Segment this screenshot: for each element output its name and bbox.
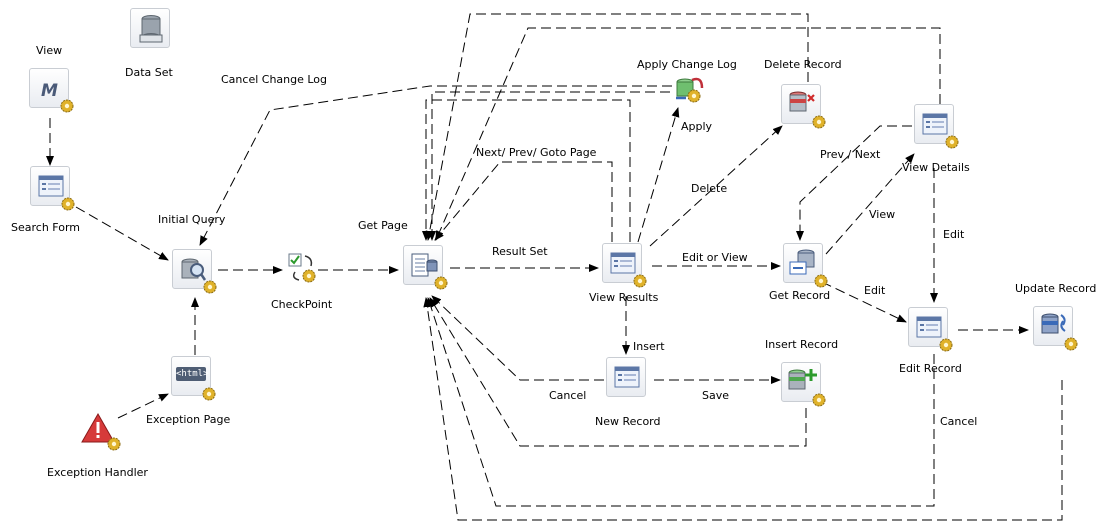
edge-update-to-get-page — [423, 297, 1063, 521]
edge-label-insert: Insert — [633, 340, 665, 353]
edge-label-next-prev-goto: Next/ Prev/ Goto Page — [476, 146, 597, 159]
gear-icon — [61, 197, 75, 211]
delete-record-label: Delete Record — [764, 58, 842, 71]
edge-label-prev-next: Prev / Next — [820, 148, 881, 161]
gear-icon — [812, 393, 826, 407]
gear-icon — [939, 338, 953, 352]
view-results-label: View Results — [589, 291, 659, 304]
edge-label-cancel-new: Cancel — [549, 389, 587, 402]
gear-icon — [203, 280, 217, 294]
edge-exception-handler-to-exception-page — [117, 393, 169, 419]
checkpoint-icon — [288, 253, 313, 281]
edge-label-save: Save — [702, 389, 730, 402]
edge-label-result-set: Result Set — [492, 245, 548, 258]
apply-change-log-node[interactable] — [670, 72, 710, 112]
edge-search-form-to-initial-query — [75, 206, 169, 261]
initial-query-label: Initial Query — [158, 213, 226, 226]
gear-icon — [434, 276, 448, 290]
gear-icon — [945, 135, 959, 149]
query-icon — [181, 258, 207, 281]
get-record-icon — [789, 249, 815, 275]
edge-results-cancel-back — [422, 99, 631, 242]
update-record-icon — [1041, 313, 1066, 334]
page-icon — [411, 253, 438, 277]
get-record-label: Get Record — [769, 289, 831, 302]
gear-icon — [814, 274, 828, 288]
view-node[interactable]: M — [29, 68, 74, 113]
view-icon: M — [41, 81, 58, 101]
edge-next-prev-goto — [434, 161, 613, 242]
edge-cancel-edit — [426, 297, 935, 507]
edge-apply-to-get-page — [428, 91, 670, 241]
new-record-node[interactable] — [606, 357, 646, 397]
edge-label-delete: Delete — [691, 182, 728, 195]
view-details-node[interactable] — [914, 104, 959, 149]
search-form-label: Search Form — [11, 221, 80, 234]
checkpoint-label: CheckPoint — [271, 298, 333, 311]
edge-apply — [637, 107, 680, 243]
edge-label-apply: Apply — [681, 120, 713, 133]
edge-delete-to-get-page — [425, 13, 809, 241]
edge-view-details-to-get-page — [435, 27, 941, 241]
warning-icon — [81, 412, 115, 443]
update-record-node[interactable] — [1033, 306, 1078, 351]
initial-query-node[interactable] — [172, 249, 217, 294]
edge-edit-from-get — [821, 281, 907, 323]
edge-label-view: View — [869, 208, 896, 221]
gear-icon — [687, 89, 701, 103]
new-record-label: New Record — [595, 415, 661, 428]
html-page-icon: <html> — [176, 367, 209, 381]
form-icon — [614, 366, 640, 388]
exception-handler-label: Exception Handler — [47, 466, 148, 479]
view-label: View — [36, 44, 63, 57]
insert-record-icon — [788, 369, 817, 390]
data-set-node[interactable] — [130, 8, 170, 48]
get-record-node[interactable] — [783, 243, 828, 288]
checkpoint-node[interactable] — [283, 250, 323, 290]
view-results-node[interactable] — [602, 243, 647, 288]
gear-icon — [633, 274, 647, 288]
gear-icon — [812, 115, 826, 129]
gear-icon — [1064, 337, 1078, 351]
edge-cancel-change-log — [199, 85, 672, 246]
edge-insert-to-get-page — [429, 297, 807, 447]
gear-icon — [202, 387, 216, 401]
form-icon — [922, 113, 948, 135]
database-icon — [139, 15, 163, 43]
exception-handler-node[interactable] — [80, 410, 121, 451]
delete-record-icon — [789, 91, 815, 112]
edge-prev-next — [796, 125, 912, 241]
edge-label-cancel-change-log: Cancel Change Log — [221, 73, 328, 86]
edge-view-details — [825, 153, 915, 255]
view-details-label: View Details — [902, 161, 970, 174]
edit-record-label: Edit Record — [899, 362, 962, 375]
exception-page-node[interactable]: <html> — [171, 356, 216, 401]
edge-label-edit-or-view: Edit or View — [682, 251, 748, 264]
apply-change-log-label: Apply Change Log — [637, 58, 737, 71]
get-page-node[interactable] — [403, 245, 448, 290]
gear-icon — [302, 269, 316, 283]
edge-label-cancel-edit: Cancel — [940, 415, 978, 428]
insert-record-label: Insert Record — [765, 338, 839, 351]
form-icon — [38, 175, 64, 197]
gear-icon — [107, 437, 121, 451]
exception-page-label: Exception Page — [146, 413, 231, 426]
edge-cancel-new — [431, 295, 604, 381]
search-form-node[interactable] — [30, 166, 75, 211]
update-record-label: Update Record — [1015, 282, 1097, 295]
delete-record-node[interactable] — [781, 84, 826, 129]
form-icon — [610, 252, 636, 274]
data-set-label: Data Set — [125, 66, 173, 79]
edge-label-edit-from-details: Edit — [943, 228, 965, 241]
form-icon — [916, 316, 942, 338]
insert-record-node[interactable] — [781, 362, 826, 407]
edit-record-node[interactable] — [908, 307, 953, 352]
edge-label-edit-from-get: Edit — [864, 284, 886, 297]
get-page-label: Get Page — [358, 219, 408, 232]
svg-text:M: M — [41, 81, 58, 101]
gear-icon — [60, 99, 74, 113]
